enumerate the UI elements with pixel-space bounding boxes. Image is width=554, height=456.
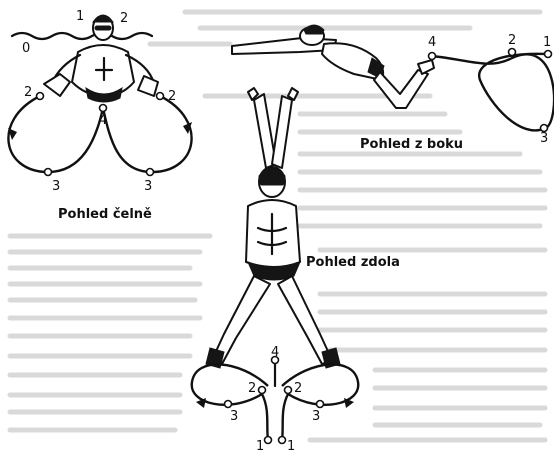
trajectory-side [432,54,554,131]
point-label: 3 [52,179,60,194]
swim-cap [93,15,113,22]
trajectory-right [103,96,192,172]
bottom-point [259,387,266,394]
point-label: 2 [508,33,516,48]
side-point [545,51,552,58]
bottom-point [285,387,292,394]
swimmer-foot-side [418,60,434,74]
front-point [147,169,154,176]
swimmer-arm-right [272,96,292,168]
front-point [100,105,107,112]
swimmer-leg-right [278,276,332,364]
swimmer-legs-side [374,70,428,108]
point-label: 2 [294,381,302,396]
water-surface-line [12,33,152,39]
point-label: 2 [248,381,256,396]
water-label-0: 0 [22,41,30,56]
bottom-point [317,401,324,408]
front-point [45,169,52,176]
front-point [157,93,164,100]
point-label: 3 [144,179,152,194]
point-label: 3 [540,131,548,146]
caption-front: Pohled čelně [58,207,152,222]
point-label: 3 [230,409,238,424]
point-label: 4 [271,345,279,360]
bottom-point [225,401,232,408]
side-point [429,53,436,60]
front-view: 0 1 2 2 2 4 3 3 Pohled čelně [8,9,192,222]
swim-cap-bottom [259,168,285,180]
goggles [95,26,111,30]
water-label-2: 2 [120,11,128,26]
point-label: 4 [428,35,436,50]
caption-side: Pohled z boku [360,137,463,152]
side-point [509,49,516,56]
bottom-point [279,437,286,444]
point-label: 1 [287,439,295,452]
caption-bottom: Pohled zdola [306,255,400,270]
front-point [37,93,44,100]
point-label: 3 [312,409,320,424]
goggles-bottom [260,180,284,185]
point-label: 2 [24,85,32,100]
swimmer-hand-left [44,74,70,96]
swimmer-hand-right [138,76,158,96]
point-label: 1 [256,439,264,452]
water-label-1: 1 [76,9,84,24]
point-label: 4 [99,113,107,128]
point-label: 1 [543,35,551,50]
point-label: 2 [168,89,176,104]
trajectory-left [8,96,103,172]
bottom-point [265,437,272,444]
